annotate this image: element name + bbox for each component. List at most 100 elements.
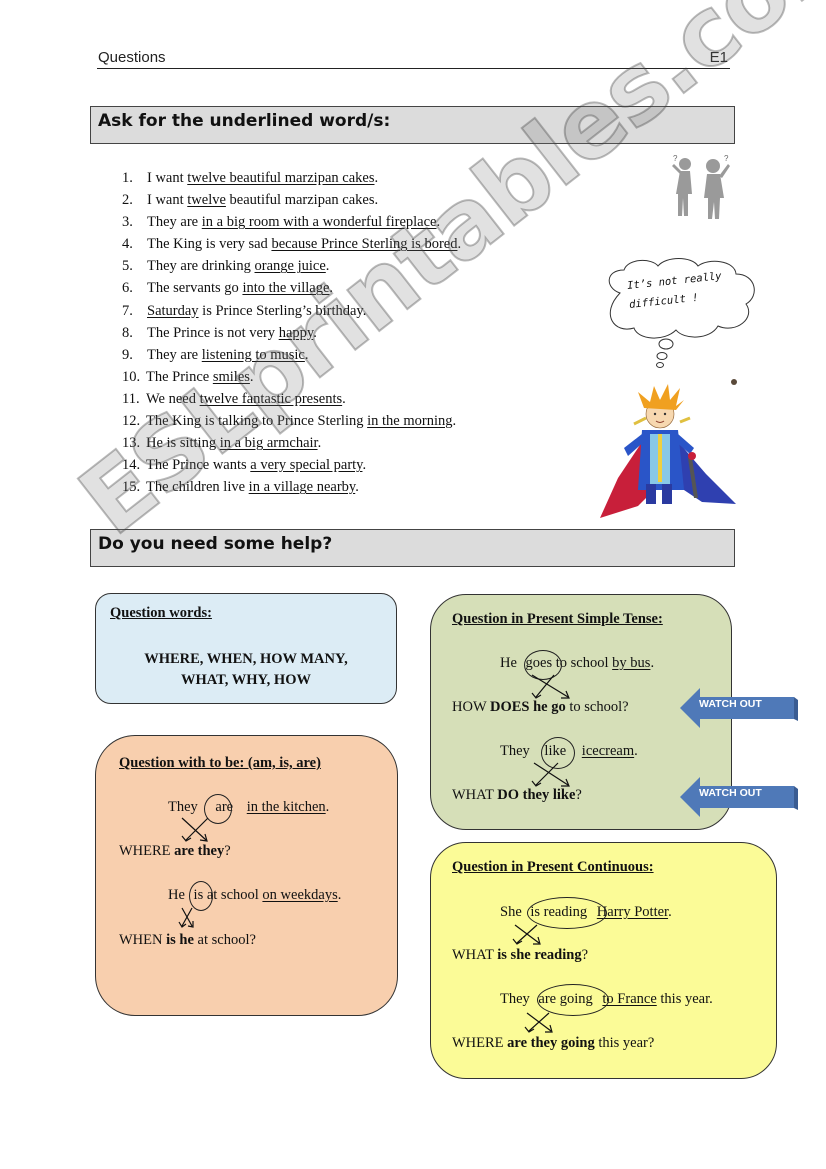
exercise-item: 5.They are drinking orange juice. [122,255,461,277]
exercise-text-end: is Prince Sterling’s birthday. [198,302,367,319]
ps-ex1-answer: by bus [612,655,651,671]
section1-title-bar: Ask for the underlined word/s: [90,106,735,144]
to-be-q1-word: WHERE [119,843,175,859]
exercise-item: 13.He is sitting in a big armchair. [122,432,461,454]
ps-ex1-swap-arrows [531,674,570,699]
pc-ex1-answer: Harry Potter [596,904,669,920]
exercise-number: 12. [122,413,141,430]
thought-bubble: It’s not really difficult ! [600,258,760,373]
to-be-ex1-subject: They [168,799,198,815]
pc-ex1-verb-circle [527,897,607,929]
pc-q1-bold: is she reading [497,947,582,963]
exercise-item: 3.They are in a big room with a wonderfu… [122,211,461,233]
ps-ex1-mid: to school [552,655,613,671]
pc-ex1-subject: She [500,904,522,920]
question-words-line2: WHAT, WHY, HOW [181,672,311,688]
exercise-text-end: . [374,170,379,186]
exercise-text-end: . [362,457,367,474]
pc-ex2-answer: to France [602,991,657,1007]
exercise-text: They are [147,214,202,231]
header-title: Questions [98,49,166,66]
ps-ex2-swap-arrows [531,762,570,787]
svg-text:?: ? [724,154,729,163]
exercise-text-end: . [325,258,330,275]
exercise-number: 15. [122,479,141,496]
present-continuous-title: Question in Present Continuous: [452,859,654,875]
section2-title-bar: Do you need some help? [90,529,735,567]
question-words-box: Question words: WHERE, WHEN, HOW MANY, W… [95,593,397,704]
question-words-title: Question words: [110,605,212,621]
exercise-text-end: . [317,435,322,452]
pc-q2-rest: this year? [594,1035,655,1051]
exercise-number: 11. [122,390,140,407]
present-simple-question2: WHAT DO they like? [452,787,582,804]
exercise-underlined: in a village nearby [248,479,356,496]
watch-out-label-2: WATCH OUT [699,787,762,799]
exercise-item: 2.I want twelve beautiful marzipan cakes… [122,189,461,211]
exercise-number: 4. [122,236,133,253]
to-be-ex2-verb-circle [189,881,213,911]
exercise-underlined: listening to music [201,346,305,363]
pc-ex1-dot: . [668,904,672,920]
exercise-text-end: . [457,236,462,253]
to-be-question1: WHERE are they? [119,843,231,860]
exercise-item: 14.The Prince wants a very special party… [122,454,461,476]
exercise-item: 7.Saturday is Prince Sterling’s birthday… [122,300,461,322]
exercise-number: 5. [122,258,133,275]
exercise-underlined: in a big room with a wonderful fireplace [201,214,437,231]
exercise-text: The children live [146,479,249,496]
to-be-ex2-subject: He [168,887,185,903]
exercise-item: 12. The King is talking to Prince Sterlin… [122,410,461,432]
pc-ex1-swap-arrows [512,924,541,945]
decorative-dot [731,379,737,385]
ps-ex2-dot: . [634,743,638,759]
present-continuous-box: Question in Present Continuous: She is r… [430,842,777,1079]
exercise-text-end: . [355,479,359,496]
present-simple-question1: HOW DOES he go to school? [452,699,629,716]
exercise-text-end: . [313,324,317,341]
exercise-item: 11. We need twelve fantastic presents. [122,388,461,410]
ps-ex1-subject: He [500,655,517,671]
exercise-item: 10.The Prince smiles. [122,366,461,388]
to-be-title: Question with to be: (am, is, are) [119,755,321,771]
exercise-underlined: twelve fantastic presents [199,390,343,407]
exercise-underlined: twelve beautiful marzipan cakes [187,170,375,186]
exercise-text: He is sitting [146,435,220,452]
exercise-text: The Prince is not very [147,324,279,341]
exercise-text: They are drinking [147,258,255,275]
to-be-q1-bold: are they [174,843,225,859]
exercise-item: 6.The servants go into the village. [122,277,461,299]
exercise-text-end: . [342,390,346,407]
exercise-text-end: . [436,214,441,231]
exercise-text-end: beautiful marzipan cakes. [225,192,379,209]
pc-ex2-swap-arrows [524,1012,553,1033]
to-be-ex1-swap-arrows [181,817,209,842]
pc-q1-word: WHAT [452,947,498,963]
to-be-ex1-verb-circle [204,794,232,824]
exercise-item: 1.I want twelve beautiful marzipan cakes… [122,167,461,189]
pc-q2-word: WHERE [452,1035,508,1051]
exercise-item: 8.The Prince is not very happy. [122,322,461,344]
pc-q2-bold: are they going [507,1035,595,1051]
pc-q1-rest: ? [581,947,589,963]
to-be-ex2-swap-arrows [178,907,194,928]
to-be-ex2-mid: at school [203,887,263,903]
exercise-number: 9. [122,346,133,363]
exercise-text: The King is talking to Prince Sterling [146,413,368,430]
exercise-text: They are [147,346,202,363]
to-be-example1: They are in the kitchen. [168,799,329,816]
exercise-text-end: . [452,413,457,430]
ps-q1-word: HOW [452,699,490,715]
exercise-text: We need [146,390,200,407]
exercise-underlined: because Prince Sterling is bored [271,236,458,253]
exercise-number: 2. [122,192,133,209]
to-be-ex2-dot: . [337,887,342,903]
exercise-number: 14. [122,457,141,474]
exercise-underlined: into the village [242,280,330,297]
to-be-q2-word: WHEN [119,932,167,948]
present-simple-box: Question in Present Simple Tense: He goe… [430,594,732,830]
page-header: Questions E1 [97,48,730,69]
watch-out-arrow-2: WATCH OUT [680,777,798,817]
thinking-people-illustration: ? ? [672,154,730,219]
to-be-box: Question with to be: (am, is, are) They … [95,735,398,1016]
